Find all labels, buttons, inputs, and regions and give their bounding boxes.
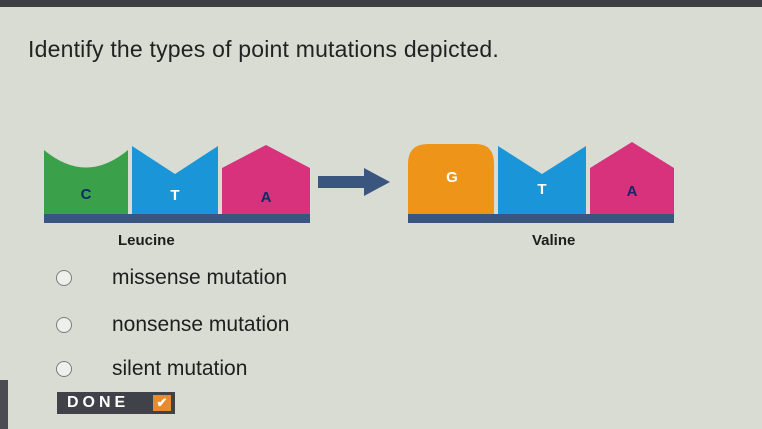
radio-button[interactable] xyxy=(56,361,72,377)
amino-acid-label-original: Leucine xyxy=(118,232,175,249)
nucleotide-letter: A xyxy=(261,189,272,206)
check-icon: ✔ xyxy=(153,395,171,411)
left-edge-bar xyxy=(0,380,8,429)
original-backbone xyxy=(44,214,310,223)
nucleotide-letter: C xyxy=(81,186,92,203)
done-button[interactable]: DONE ✔ xyxy=(57,392,175,414)
option-label: missense mutation xyxy=(112,266,288,289)
option-label: nonsense mutation xyxy=(112,313,290,336)
option-silent[interactable]: silent mutation xyxy=(56,354,247,384)
mutated-codon: G T A xyxy=(408,142,674,223)
amino-acid-label-mutated: Valine xyxy=(532,232,576,249)
nucleotide-letter: G xyxy=(446,169,458,186)
option-missense[interactable]: missense mutation xyxy=(56,263,287,293)
radio-button[interactable] xyxy=(56,317,72,333)
arrow-icon xyxy=(318,168,390,196)
mutated-backbone xyxy=(408,214,674,223)
question-text: Identify the types of point mutations de… xyxy=(28,36,499,62)
nucleotide-a-shape xyxy=(222,145,310,214)
nucleotide-t-shape xyxy=(498,146,586,214)
nucleotide-t-shape xyxy=(132,146,218,214)
nucleotide-letter: T xyxy=(537,181,546,198)
nucleotide-letter: T xyxy=(170,187,179,204)
nucleotide-c-shape xyxy=(44,150,128,214)
original-codon: C T A xyxy=(44,145,310,223)
nucleotide-letter: A xyxy=(627,183,638,200)
done-label: DONE xyxy=(67,394,130,411)
option-nonsense[interactable]: nonsense mutation xyxy=(56,310,289,340)
top-bar xyxy=(0,0,762,7)
nucleotide-a-shape xyxy=(590,142,674,214)
radio-button[interactable] xyxy=(56,270,72,286)
option-label: silent mutation xyxy=(112,357,248,380)
nucleotide-g-shape xyxy=(408,144,494,214)
